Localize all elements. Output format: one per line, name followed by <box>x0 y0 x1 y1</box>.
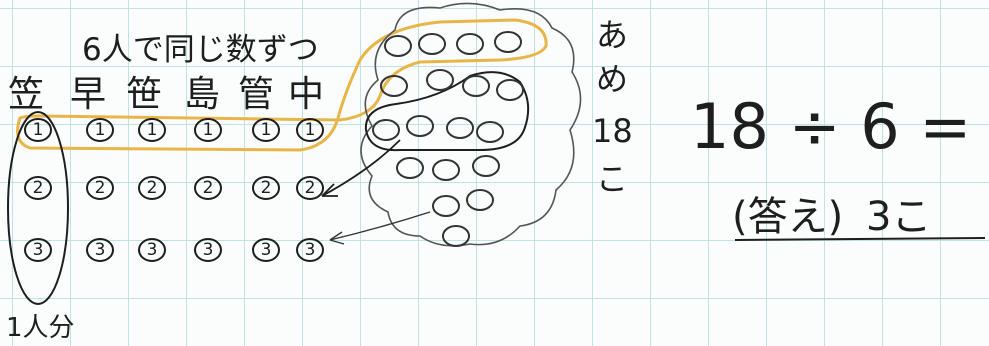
candy <box>419 34 445 54</box>
candies <box>373 32 523 246</box>
svg-text:3: 3 <box>95 240 106 260</box>
svg-text:2: 2 <box>261 178 272 198</box>
candy <box>433 160 459 180</box>
candy <box>457 34 483 54</box>
circled-digit: 2 <box>297 177 323 199</box>
answer-value: 3こ <box>866 194 931 240</box>
candy-label-2: め <box>596 60 628 98</box>
children-names: 笠 早 笹 島 管 中 <box>8 74 324 115</box>
circled-digit: 2 <box>25 177 51 199</box>
candy <box>495 32 521 52</box>
circled-digit: 3 <box>195 239 221 261</box>
circled-digit: 3 <box>253 239 279 261</box>
circled-digit: 1 <box>253 119 279 141</box>
child-name: 管 <box>238 74 274 115</box>
svg-text:1: 1 <box>33 120 44 140</box>
candy <box>373 120 399 140</box>
candy <box>427 70 453 90</box>
candy <box>433 196 459 216</box>
heading: 6人で同じ数ずつ <box>82 32 319 68</box>
svg-text:1: 1 <box>305 120 316 140</box>
svg-text:1: 1 <box>203 120 214 140</box>
child-name: 島 <box>184 74 220 115</box>
candy <box>447 118 473 138</box>
svg-text:2: 2 <box>33 178 44 198</box>
circled-digit: 3 <box>139 239 165 261</box>
candy <box>477 122 503 142</box>
svg-text:2: 2 <box>147 178 158 198</box>
answer-label: (答え) <box>732 194 843 240</box>
child-name: 笹 <box>126 74 162 115</box>
svg-text:2: 2 <box>203 178 214 198</box>
svg-text:2: 2 <box>95 178 106 198</box>
circled-digit: 1 <box>195 119 221 141</box>
svg-text:3: 3 <box>33 240 44 260</box>
candy-count: 18 <box>592 112 633 150</box>
svg-text:1: 1 <box>95 120 106 140</box>
candy <box>467 190 493 210</box>
svg-text:3: 3 <box>147 240 158 260</box>
candy-cloud <box>361 3 581 245</box>
circled-digit: 2 <box>139 177 165 199</box>
equation: 18 ÷ 6 = 3 <box>690 90 989 163</box>
circled-digit: 2 <box>195 177 221 199</box>
candy <box>385 36 411 56</box>
svg-text:2: 2 <box>305 178 316 198</box>
arrow-round-2-head <box>322 184 338 196</box>
circled-digit: 3 <box>297 239 323 261</box>
candy-label-1: あ <box>596 16 628 54</box>
circled-digit: 1 <box>139 119 165 141</box>
child-name: 早 <box>70 74 106 115</box>
child-name: 笠 <box>8 74 44 115</box>
circled-digit: 3 <box>25 239 51 261</box>
circled-digit: 3 <box>87 239 113 261</box>
svg-text:1: 1 <box>147 120 158 140</box>
circled-digit: 2 <box>253 177 279 199</box>
svg-text:3: 3 <box>261 240 272 260</box>
candy <box>497 80 523 100</box>
candy <box>407 116 433 136</box>
distribution-grid: 1 1 1 1 1 1 2 2 2 2 2 2 3 3 3 3 3 3 <box>25 119 323 261</box>
svg-text:1: 1 <box>261 120 272 140</box>
candy-unit: こ <box>596 160 628 198</box>
candy <box>473 156 499 176</box>
svg-text:3: 3 <box>305 240 316 260</box>
candy <box>463 76 489 96</box>
svg-text:3: 3 <box>203 240 214 260</box>
candy <box>397 158 423 178</box>
candy <box>443 226 469 246</box>
circled-digit: 1 <box>87 119 113 141</box>
circled-digit: 1 <box>25 119 51 141</box>
child-name: 中 <box>288 74 324 115</box>
per-person-label: 1人分 <box>6 313 75 343</box>
circled-digit: 2 <box>87 177 113 199</box>
circled-digit: 1 <box>297 119 323 141</box>
